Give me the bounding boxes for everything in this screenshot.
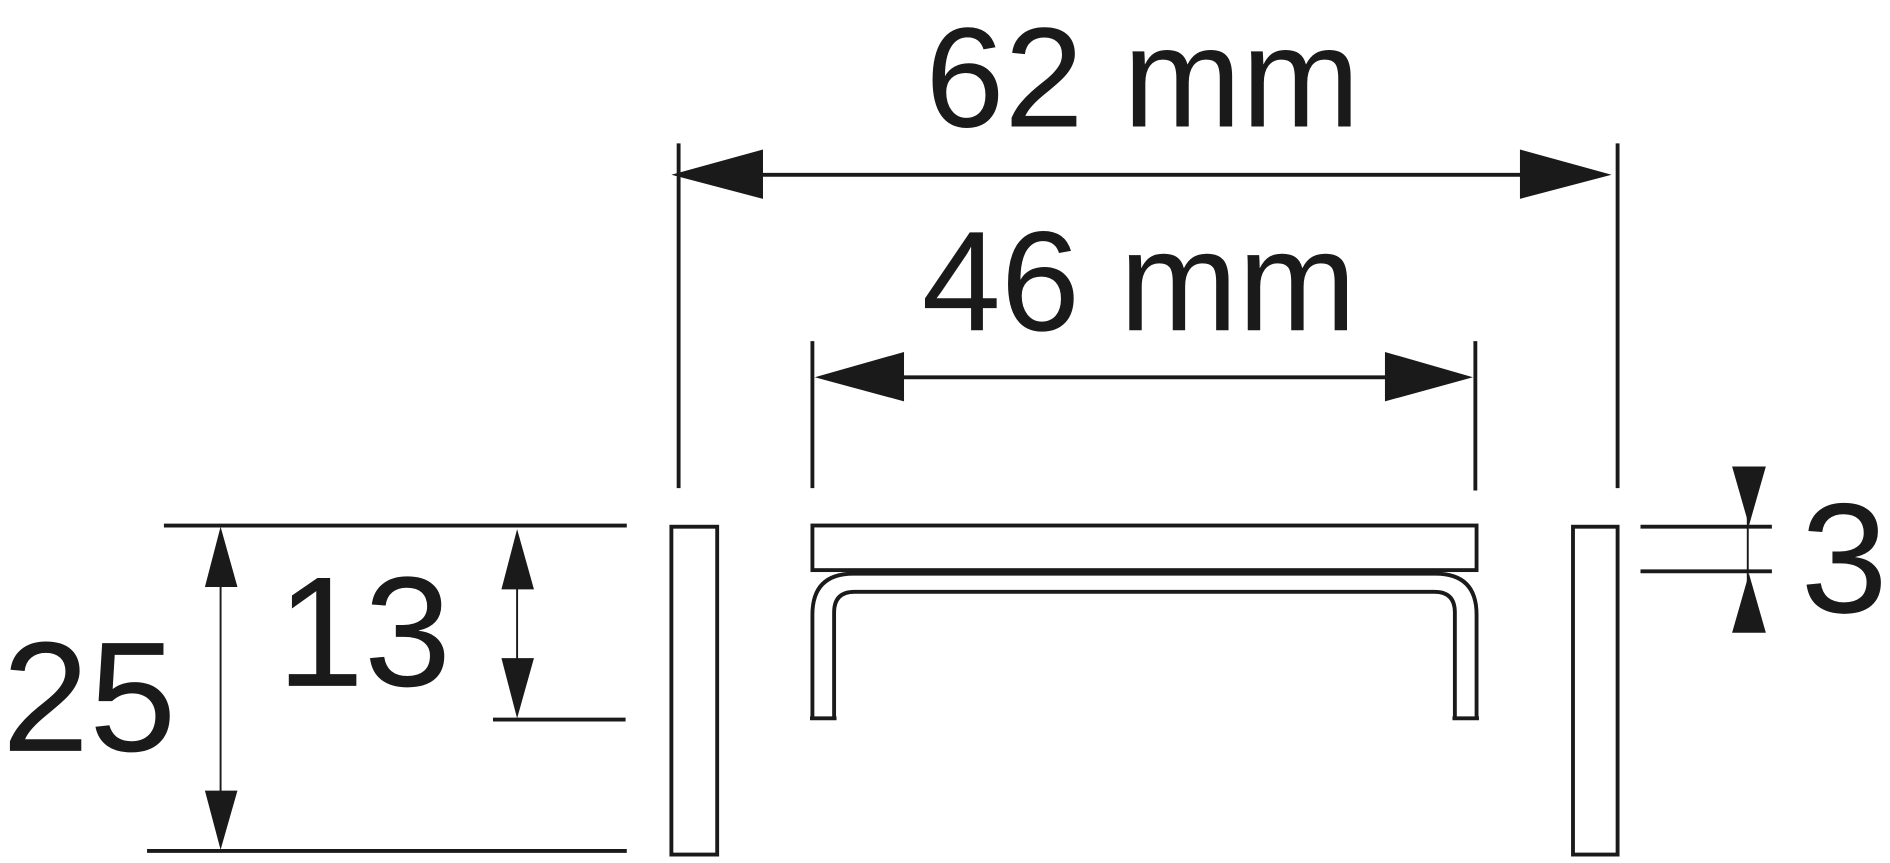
arrowhead-down-icon <box>1732 466 1766 526</box>
arrowhead-up-icon <box>1732 573 1766 633</box>
dimension-3: 3 <box>1640 466 1888 646</box>
arrowhead-right-icon <box>1519 149 1612 199</box>
dimension-label-25: 25 <box>2 610 176 785</box>
dimension-label-3: 3 <box>1801 471 1888 646</box>
dimension-62mm: 62 mm <box>671 0 1620 489</box>
dimension-46mm: 46 mm <box>810 202 1478 491</box>
dimension-13: 13 <box>277 529 626 722</box>
arrowhead-left-icon <box>814 351 905 402</box>
dimension-label-13: 13 <box>277 545 451 720</box>
right-side-view <box>1571 524 1620 857</box>
arrowhead-right-icon <box>1384 351 1473 402</box>
handle-outer-profile <box>810 571 1479 719</box>
arrowhead-up-icon <box>204 526 238 587</box>
handle-top-bar <box>810 523 1479 573</box>
arrowhead-down-icon <box>501 658 534 719</box>
arrowhead-down-icon <box>204 790 238 850</box>
dimension-label-46mm: 46 mm <box>922 202 1357 361</box>
dimension-label-62mm: 62 mm <box>925 0 1360 158</box>
front-view <box>810 523 1479 721</box>
arrowhead-left-icon <box>671 149 763 199</box>
arrowhead-up-icon <box>501 529 534 590</box>
left-side-view <box>669 524 720 857</box>
handle-inner-profile <box>832 589 1457 719</box>
dimension-25: 25 <box>2 523 627 853</box>
